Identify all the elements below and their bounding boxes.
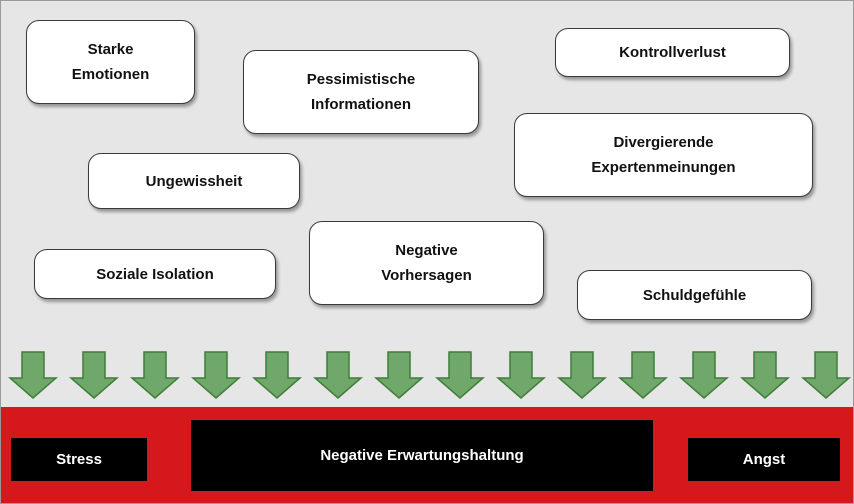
arrow-down-icon xyxy=(129,351,181,399)
factor-box-negative-vorhersagen: Negative Vorhersagen xyxy=(309,221,544,305)
factor-box-ungewissheit: Ungewissheit xyxy=(88,153,300,209)
outcome-box-stress: Stress xyxy=(11,438,147,481)
outcome-box-angst: Angst xyxy=(688,438,840,481)
factor-box-soziale-isolation: Soziale Isolation xyxy=(34,249,276,299)
arrow-down-icon xyxy=(617,351,669,399)
factor-box-schuldgefuehle: Schuldgefühle xyxy=(577,270,812,320)
arrow-down-icon xyxy=(312,351,364,399)
factor-box-divergierende-expertenmeinungen: Divergierende Expertenmeinungen xyxy=(514,113,813,197)
arrow-down-icon xyxy=(800,351,852,399)
arrow-down-icon xyxy=(190,351,242,399)
arrow-down-icon xyxy=(251,351,303,399)
arrow-down-icon xyxy=(434,351,486,399)
arrow-down-icon xyxy=(678,351,730,399)
factor-box-kontrollverlust: Kontrollverlust xyxy=(555,28,790,77)
arrow-down-icon xyxy=(373,351,425,399)
factor-box-pessimistische-informationen: Pessimistische Informationen xyxy=(243,50,479,134)
arrow-down-icon xyxy=(739,351,791,399)
arrow-down-icon xyxy=(68,351,120,399)
arrow-down-icon xyxy=(495,351,547,399)
arrow-down-icon xyxy=(7,351,59,399)
arrow-down-icon xyxy=(556,351,608,399)
outcome-box-negative-erwartungshaltung: Negative Erwartungshaltung xyxy=(191,420,653,491)
factor-box-starke-emotionen: Starke Emotionen xyxy=(26,20,195,104)
